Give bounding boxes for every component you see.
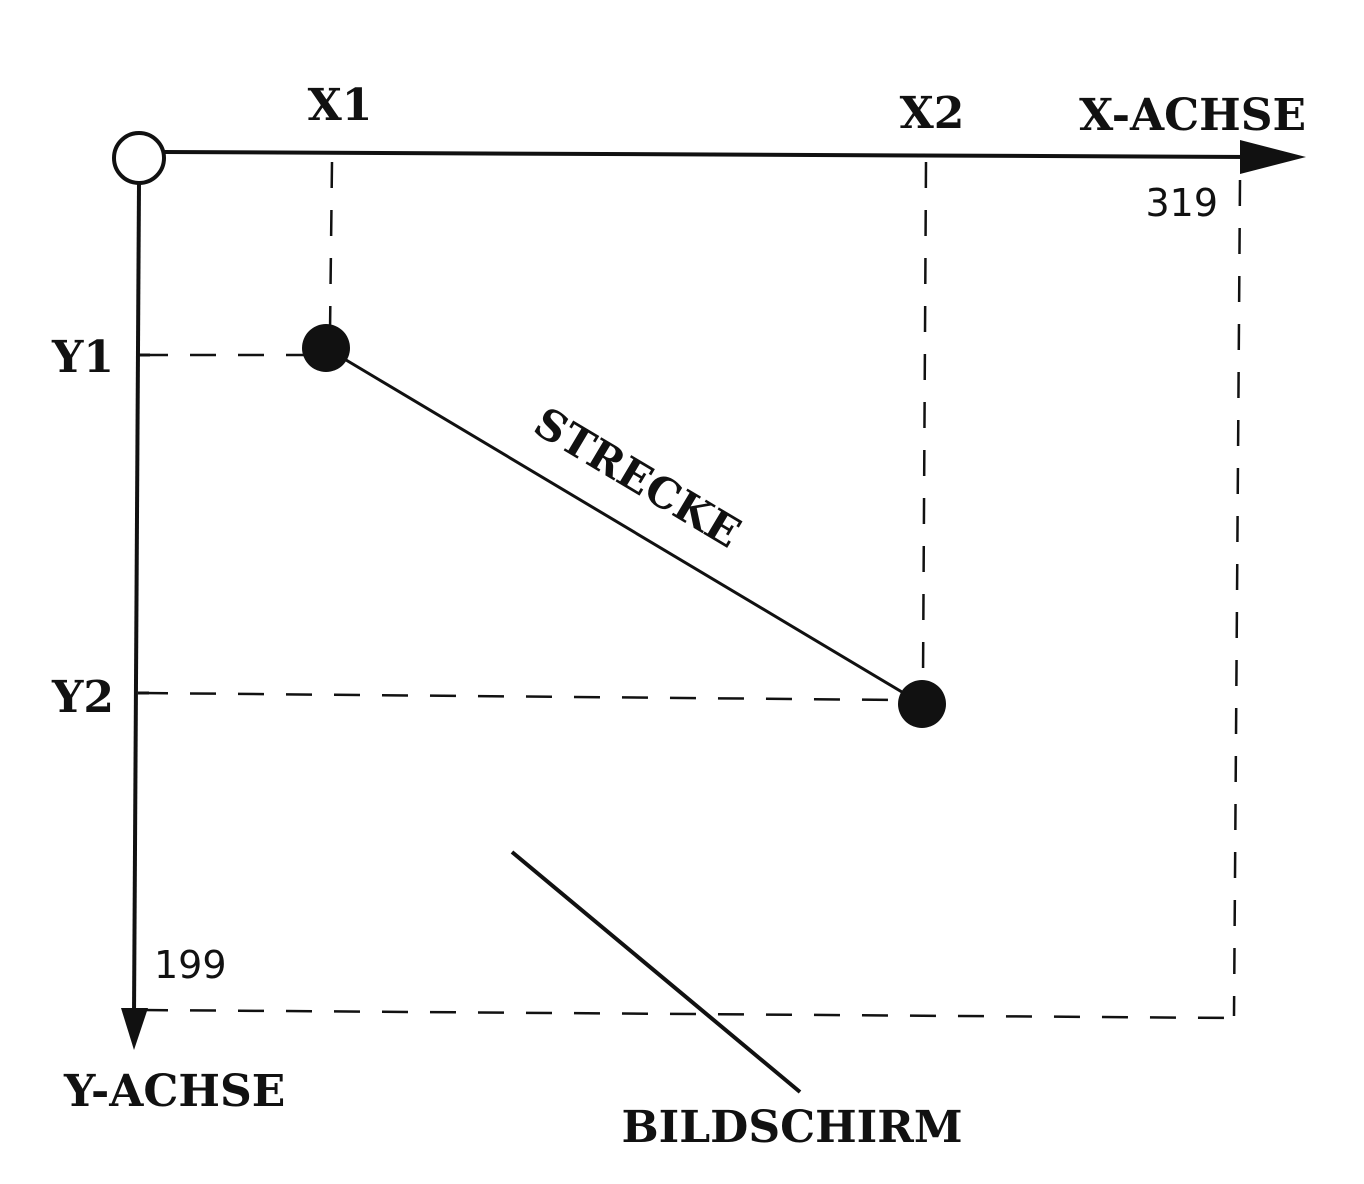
x-max-label: 319 <box>1145 181 1218 225</box>
screen-label: BILDSCHIRM <box>621 1102 962 1153</box>
x-axis-arrowhead <box>1240 140 1306 174</box>
y-axis-label: Y-ACHSE <box>63 1066 285 1117</box>
origin-circle <box>112 131 166 185</box>
x2-guide-line <box>921 161 928 681</box>
screen-right-edge <box>1232 179 1242 1017</box>
y-max-label: 199 <box>154 943 227 987</box>
y2-guide-line <box>141 691 901 702</box>
y-axis-arrowhead <box>121 1008 148 1050</box>
screen-pointer-line <box>510 850 802 1094</box>
point-2 <box>898 680 946 728</box>
y1-label: Y1 <box>51 332 114 383</box>
x1-label: X1 <box>308 80 373 131</box>
y2-label: Y2 <box>51 672 114 723</box>
segment-line <box>325 346 923 706</box>
x2-label: X2 <box>900 88 965 139</box>
y-axis-line <box>132 182 141 1016</box>
point-1 <box>302 324 350 372</box>
x-axis-line <box>163 150 1251 159</box>
x1-guide-line <box>328 161 334 333</box>
x-axis-label: X-ACHSE <box>1079 90 1306 141</box>
screen-bottom-edge <box>141 1008 1235 1020</box>
